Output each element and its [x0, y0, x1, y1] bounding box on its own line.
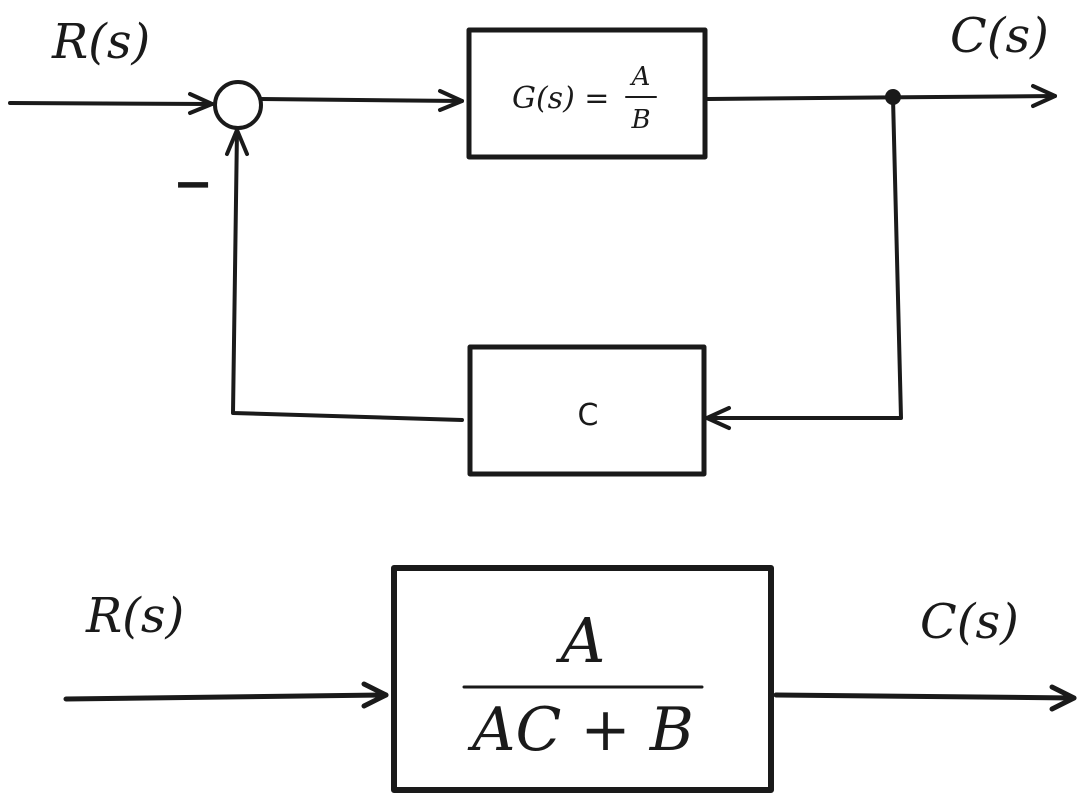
bottom-output-line	[773, 692, 1077, 701]
equivalent-block-denominator: AC + B	[467, 695, 694, 765]
feedback-block-arrow-head	[705, 406, 731, 430]
junction-to-forward-line	[259, 97, 464, 103]
equivalent-diagram: R(s) C(s) A AC + B	[63, 565, 1077, 793]
bottom-input-label: R(s)	[85, 588, 184, 644]
equivalent-block	[391, 565, 774, 793]
bottom-input-line	[63, 692, 389, 702]
feedback-junction-arrow-head	[225, 128, 249, 156]
output-line	[706, 94, 1057, 101]
input-arrow-head	[188, 92, 214, 115]
feedback-block	[467, 344, 707, 477]
summing-junction	[213, 80, 263, 130]
top-input-label: R(s)	[51, 14, 150, 70]
forward-block-denominator: B	[630, 105, 650, 135]
bottom-input-arrow-head	[361, 681, 389, 709]
output-arrow-head	[1031, 84, 1057, 108]
forward-block	[466, 27, 708, 160]
feedback-block-label: C	[578, 398, 599, 433]
forward-block-lhs: G(s) =	[512, 81, 609, 116]
top-output-label: C(s)	[950, 8, 1049, 64]
junction-to-forward-arrow-head	[438, 89, 464, 112]
feedback-down-line	[705, 96, 903, 420]
feedback-return-line	[231, 128, 464, 422]
feedback-minus-sign: −	[173, 156, 213, 212]
input-arrow-line	[8, 101, 214, 106]
closed-loop-diagram: R(s) C(s) − G(s) = A B C	[8, 8, 1057, 477]
bottom-output-label: C(s)	[920, 594, 1019, 650]
bottom-output-arrow-head	[1049, 684, 1077, 712]
forward-block-numerator: A	[630, 62, 651, 92]
equivalent-block-numerator: A	[556, 604, 606, 677]
